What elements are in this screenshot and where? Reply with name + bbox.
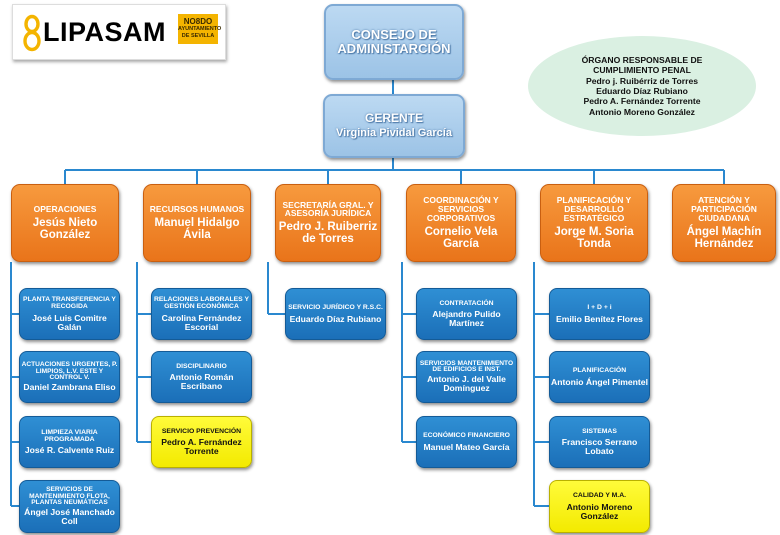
unit-servicio-juridico: SERVICIO JURÍDICO Y R.S.C. Eduardo Díaz … — [285, 288, 386, 340]
unit-label: SERVICIOS DE MANTENIMIENTO FLOTA, PLANTA… — [29, 486, 110, 507]
unit-contratacion: CONTRATACIÓN Alejandro Pulido Martínez — [416, 288, 517, 340]
unit-sistemas: SISTEMAS Francisco Serrano Lobato — [549, 416, 650, 468]
unit-limpieza-viaria: LIMPIEZA VIARIA PROGRAMADA José R. Calve… — [19, 416, 120, 468]
dept-label: ATENCIÓN Y PARTICIPACIÓN CIUDADANA — [691, 195, 757, 223]
compliance-member: Pedro j. Ruibérriz de Torres — [585, 75, 699, 86]
dept-label: OPERACIONES — [33, 203, 97, 214]
unit-actuaciones-urgentes: ACTUACIONES URGENTES, P. LIMPIOS, L.V. E… — [19, 351, 120, 403]
unit-head: Manuel Mateo García — [423, 441, 510, 452]
dept-label: SECRETARÍA GRAL. Y ASESORÍA JURÍDICA — [282, 199, 374, 219]
dept-head: Cornelio Vela García — [424, 225, 498, 250]
compliance-oval: ÓRGANO RESPONSABLE DE CUMPLIMIENTO PENAL… — [528, 36, 756, 136]
logo-text: LIPASAM — [43, 17, 166, 47]
unit-mantenimiento-edificios: SERVICIOS MANTENIMIENTO DE EDIFICIOS E I… — [416, 351, 517, 403]
unit-label: PLANTA TRANSFERENCIA Y RECOGIDA — [23, 296, 116, 311]
consejo-box: CONSEJO DE ADMINISTARCIÓN — [324, 4, 464, 80]
unit-head: Antonio Moreno González — [566, 501, 633, 521]
unit-relaciones-laborales: RELACIONES LABORALES Y GESTIÓN ECONÓMICA… — [151, 288, 252, 340]
unit-label: CONTRATACIÓN — [439, 299, 494, 307]
unit-label: SERVICIOS MANTENIMIENTO DE EDIFICIOS E I… — [419, 359, 514, 374]
unit-label: RELACIONES LABORALES Y GESTIÓN ECONÓMICA — [153, 296, 250, 311]
unit-head: Antonio Ángel Pimentel — [551, 376, 648, 387]
unit-head: Emilio Benítez Flores — [556, 313, 643, 324]
gerente-box: GERENTE Virginia Pividal García — [323, 94, 465, 158]
gerente-name: Virginia Pividal García — [336, 127, 452, 140]
dept-head: Pedro J. Ruiberriz de Torres — [278, 221, 378, 246]
unit-label: SISTEMAS — [582, 427, 617, 435]
unit-label: ACTUACIONES URGENTES, P. LIMPIOS, L.V. E… — [21, 361, 118, 382]
gerente-label: GERENTE — [364, 111, 423, 126]
unit-head: José R. Calvente Ruiz — [24, 445, 115, 456]
unit-head: Antonio J. del Valle Domínguez — [427, 374, 506, 394]
dept-secretaria: SECRETARÍA GRAL. Y ASESORÍA JURÍDICA Ped… — [275, 184, 381, 262]
unit-label: LIMPIEZA VIARIA PROGRAMADA — [41, 428, 98, 443]
ayuntamiento-badge: NO8DO AYUNTAMIENTO DE SEVILLA — [178, 14, 222, 44]
unit-label: PLANIFICACIÓN — [572, 367, 627, 375]
badge-text: AYUNTAMIENTO DE SEVILLA — [178, 26, 222, 39]
unit-head: José Luis Comitre Galán — [32, 312, 107, 332]
unit-head: Eduardo Díaz Rubiano — [289, 313, 382, 324]
dept-label: RECURSOS HUMANOS — [149, 203, 245, 214]
unit-economico-financiero: ECONÓMICO FINANCIERO Manuel Mateo García — [416, 416, 517, 468]
unit-label: I + D + i — [587, 304, 612, 312]
dept-head: Jesús Nieto González — [32, 216, 98, 241]
dept-label: PLANIFICACIÓN Y DESARROLLO ESTRATÉGICO — [556, 195, 632, 223]
consejo-label: CONSEJO DE ADMINISTARCIÓN — [337, 27, 451, 56]
unit-disciplinario: DISCIPLINARIO Antonio Román Escribano — [151, 351, 252, 403]
unit-label: ECONÓMICO FINANCIERO — [423, 432, 510, 440]
dept-head: Jorge M. Soria Tonda — [554, 225, 634, 250]
unit-head: Daniel Zambrana Eliso — [23, 381, 116, 392]
dept-label: COORDINACIÓN Y SERVICIOS CORPORATIVOS — [423, 195, 499, 223]
compliance-member: Eduardo Díaz Rubiano — [596, 86, 688, 96]
dept-operaciones: OPERACIONES Jesús Nieto González — [11, 184, 119, 262]
unit-idi: I + D + i Emilio Benítez Flores — [549, 288, 650, 340]
logo-eight-icon — [23, 14, 41, 52]
unit-mantenimiento-flota: SERVICIOS DE MANTENIMIENTO FLOTA, PLANTA… — [19, 480, 120, 533]
unit-label: SERVICIO PREVENCIÓN — [161, 427, 242, 435]
compliance-title-2: CUMPLIMIENTO PENAL — [593, 65, 691, 76]
unit-head: Francisco Serrano Lobato — [561, 437, 638, 457]
compliance-member: Antonio Moreno González — [589, 106, 695, 117]
unit-planta-transferencia: PLANTA TRANSFERENCIA Y RECOGIDA José Lui… — [19, 288, 120, 340]
unit-head: Carolina Fernández Escorial — [161, 312, 242, 332]
badge-mark: NO8DO — [183, 17, 213, 26]
dept-head: Ángel Machín Hernández — [686, 225, 762, 250]
unit-head: Antonio Román Escribano — [169, 372, 234, 392]
unit-head: Pedro A. Fernández Torrente — [161, 437, 242, 457]
dept-head: Manuel Hidalgo Ávila — [154, 216, 240, 241]
dept-recursos-humanos: RECURSOS HUMANOS Manuel Hidalgo Ávila — [143, 184, 251, 262]
unit-servicio-prevencion: SERVICIO PREVENCIÓN Pedro A. Fernández T… — [151, 416, 252, 468]
unit-label: DISCIPLINARIO — [176, 362, 227, 370]
dept-atencion-ciudadana: ATENCIÓN Y PARTICIPACIÓN CIUDADANA Ángel… — [672, 184, 776, 262]
compliance-title-1: ÓRGANO RESPONSABLE DE — [581, 55, 703, 66]
unit-head: Alejandro Pulido Martínez — [432, 309, 501, 329]
dept-planificacion: PLANIFICACIÓN Y DESARROLLO ESTRATÉGICO J… — [540, 184, 648, 262]
unit-label: SERVICIO JURÍDICO Y R.S.C. — [288, 304, 383, 312]
compliance-member: Pedro A. Fernández Torrente — [583, 96, 701, 107]
unit-planificacion: PLANIFICACIÓN Antonio Ángel Pimentel — [549, 351, 650, 403]
lipasam-logo: LIPASAM NO8DO AYUNTAMIENTO DE SEVILLA — [12, 4, 226, 60]
unit-head: Ángel José Manchado Coll — [24, 506, 115, 526]
unit-calidad-ma: CALIDAD Y M.A. Antonio Moreno González — [549, 480, 650, 533]
unit-label: CALIDAD Y M.A. — [573, 492, 626, 500]
dept-coordinacion: COORDINACIÓN Y SERVICIOS CORPORATIVOS Co… — [406, 184, 516, 262]
